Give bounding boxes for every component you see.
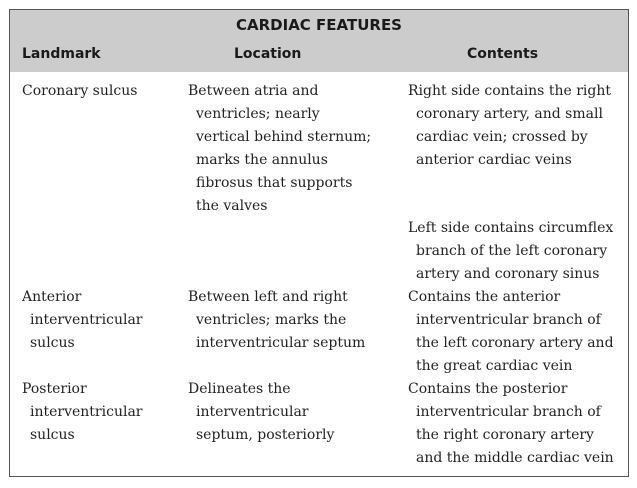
cell-line: Right side contains the right (408, 83, 611, 99)
cell-line: Delineates the (188, 381, 291, 397)
cell-line: interventricular (196, 404, 309, 420)
table-row-anterior-interventricular-sulcus-contents: Contains the anterior interventricular b… (408, 286, 614, 378)
table-row-posterior-interventricular-sulcus-contents: Contains the posterior interventricular … (408, 378, 614, 470)
cell-line: ventricles; nearly (196, 106, 320, 122)
cell-line: interventricular branch of (416, 312, 601, 328)
table-row-anterior-interventricular-sulcus-landmark: Anterior interventricular sulcus (22, 286, 142, 355)
cell-line: cardiac vein; crossed by (416, 129, 588, 145)
cell-line: Contains the anterior (408, 289, 561, 305)
cell-line: Coronary sulcus (22, 83, 138, 99)
cell-line: interventricular (30, 312, 143, 328)
cell-line: the valves (196, 198, 268, 214)
cell-line: vertical behind sternum; (196, 129, 372, 145)
table-row-coronary-sulcus-location: Between atria and ventricles; nearly ver… (188, 80, 371, 218)
cell-line: Between atria and (188, 83, 319, 99)
table-header: CARDIAC FEATURES Landmark Location Conte… (10, 10, 628, 72)
cell-line: fibrosus that supports (196, 175, 353, 191)
cell-line: interventricular (30, 404, 143, 420)
cell-line: Posterior (22, 381, 87, 397)
cell-line: the right coronary artery (416, 427, 594, 443)
column-header-location: Location (234, 46, 302, 62)
column-header-contents: Contents (467, 46, 539, 62)
cell-line: ventricles; marks the (196, 312, 347, 328)
cell-line: interventricular septum (196, 335, 366, 351)
table-title: CARDIAC FEATURES (236, 16, 402, 34)
cardiac-features-table: CARDIAC FEATURES Landmark Location Conte… (9, 9, 629, 477)
table-row-posterior-interventricular-sulcus-location: Delineates the interventricular septum, … (188, 378, 334, 447)
cell-line: Contains the posterior (408, 381, 568, 397)
cell-line: and the middle cardiac vein (416, 450, 614, 466)
cell-line: the great cardiac vein (416, 358, 573, 374)
table-row-posterior-interventricular-sulcus-landmark: Posterior interventricular sulcus (22, 378, 142, 447)
cell-line: septum, posteriorly (196, 427, 335, 443)
cell-line: anterior cardiac veins (416, 152, 572, 168)
table-row-coronary-sulcus-contents-right: Right side contains the right coronary a… (408, 80, 611, 172)
table-row-anterior-interventricular-sulcus-location: Between left and right ventricles; marks… (188, 286, 365, 355)
cell-line: sulcus (30, 427, 75, 443)
table-row-coronary-sulcus-landmark: Coronary sulcus (22, 80, 137, 103)
cell-line: sulcus (30, 335, 75, 351)
cell-line: the left coronary artery and (416, 335, 614, 351)
column-header-landmark: Landmark (22, 46, 101, 62)
cell-line: branch of the left coronary (416, 243, 608, 259)
cell-line: Between left and right (188, 289, 348, 305)
cell-line: Left side contains circumflex (408, 220, 614, 236)
cell-line: interventricular branch of (416, 404, 601, 420)
cell-line: coronary artery, and small (416, 106, 603, 122)
cell-line: artery and coronary sinus (416, 266, 600, 282)
cell-line: Anterior (22, 289, 82, 305)
table-row-coronary-sulcus-contents-left: Left side contains circumflex branch of … (408, 217, 613, 286)
cell-line: marks the annulus (196, 152, 328, 168)
